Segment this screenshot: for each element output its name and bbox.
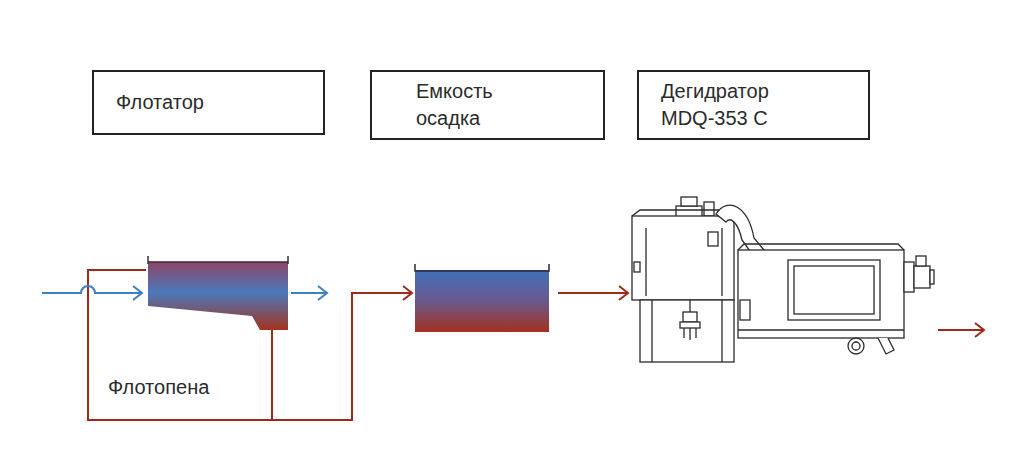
dehydrator-machine [634, 262, 640, 272]
flotator-tank [148, 262, 288, 330]
process-box: Флотатор [92, 70, 325, 135]
dehydrator-machine [640, 300, 734, 362]
dehydrator-machine [878, 338, 894, 354]
dehydrator-machine [794, 266, 874, 314]
dehydrator-machine [738, 329, 904, 330]
sludge-line [938, 329, 984, 331]
dehydrator-machine [689, 328, 690, 340]
dehydrator-machine [852, 342, 860, 350]
dehydrator-machine [683, 312, 697, 322]
flotator-tank [148, 256, 288, 330]
dehydrator-machine [740, 300, 750, 320]
dehydrator-machine [916, 256, 926, 266]
dehydrator-machine [689, 300, 690, 312]
dehydrator-machine [716, 205, 764, 254]
dehydrator-machine [708, 232, 718, 246]
sludge-tank [415, 270, 549, 332]
water-line [291, 292, 327, 294]
dehydrator-machine [645, 228, 646, 296]
water-line [318, 286, 327, 300]
dehydrator-machine [914, 266, 930, 288]
dehydrator-machine [721, 228, 722, 296]
dehydrator-machine [721, 300, 722, 362]
dehydrator-machine [695, 328, 696, 338]
process-box: Емкость осадка [370, 70, 605, 140]
box-title: Емкость осадка [416, 78, 526, 132]
dehydrator-machine [651, 300, 652, 362]
dehydrator-machine [848, 338, 864, 354]
dehydrator-machine [632, 197, 934, 362]
dehydrator-machine [738, 250, 904, 338]
dehydrator-machine [788, 260, 880, 320]
dehydrator-machine [904, 262, 914, 292]
dehydrator-machine [930, 270, 934, 284]
flotator-tank [148, 256, 288, 264]
sludge-tank [415, 264, 549, 271]
flow-label: Флотопена [106, 374, 211, 400]
sludge-line [975, 323, 984, 337]
dehydrator-machine [681, 197, 697, 206]
dehydrator-machine [738, 244, 904, 250]
process-box: Дегидратор MDQ-353 C [637, 70, 870, 140]
water-line [133, 286, 142, 300]
dehydrator-machine [704, 202, 714, 216]
sludge-line [403, 286, 412, 300]
dehydrator-machine [683, 328, 684, 338]
flotator-tank [148, 261, 288, 263]
sludge-line [558, 292, 628, 294]
box-title: Флотатор [116, 89, 306, 116]
water-line [42, 286, 142, 293]
sludge-tank [415, 264, 549, 332]
sludge-line [619, 286, 628, 300]
dehydrator-machine [680, 322, 700, 328]
box-title: Дегидратор MDQ-353 C [661, 78, 811, 132]
sludge-line [272, 293, 412, 420]
dehydrator-machine [632, 216, 734, 300]
